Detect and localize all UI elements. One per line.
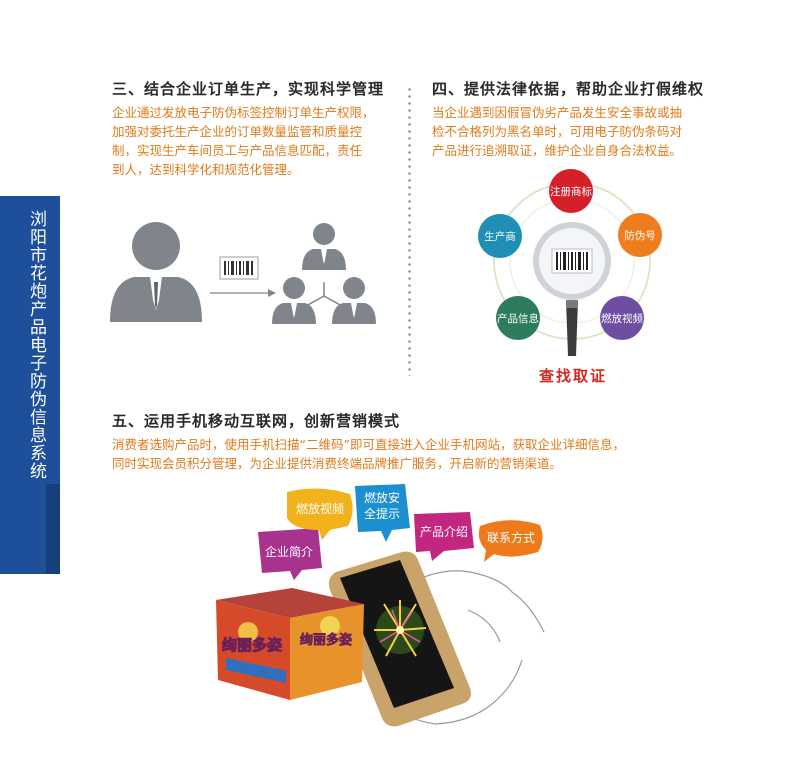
bubble-company-intro: 企业简介 <box>258 528 322 580</box>
section4-line: 产品进行追溯取证，维护企业自身合法权益。 <box>432 143 683 158</box>
smartphone-icon <box>328 551 471 727</box>
node-label: 注册商标 <box>550 185 592 198</box>
node-firing-video: 燃放视频 <box>600 296 644 340</box>
magnifier-icon <box>533 222 611 356</box>
node-label: 燃放视频 <box>601 312 643 325</box>
section4-line: 检不合格列为黑名单时，可用电子防伪条码对 <box>432 124 683 139</box>
section5-paragraph: 消费者选购产品时，使用手机扫描“二维码”即可直接进入企业手机网站，获取企业详细信… <box>112 435 732 473</box>
arrow-right-icon <box>210 289 276 297</box>
section3-line: 制，实现生产车间员工与产品信息匹配，责任 <box>112 143 363 158</box>
section3-heading: 三、结合企业订单生产，实现科学管理 <box>112 80 385 98</box>
worker-person-icon <box>302 223 346 270</box>
firework-screen-image <box>374 600 427 657</box>
worker-person-icon <box>272 277 316 324</box>
section4-line: 当企业遇到因假冒伪劣产品发生安全事故或抽 <box>432 105 683 120</box>
section3-line: 加强对委托生产企业的订单数量监管和质量控 <box>112 124 363 139</box>
bubble-safety-tips: 燃放安 全提示 <box>355 484 410 542</box>
bubble-label: 燃放视频 <box>296 501 344 516</box>
node-trademark: 注册商标 <box>549 169 593 213</box>
section5-heading: 五、运用手机移动互联网，创新营销模式 <box>112 412 401 430</box>
bubble-label: 产品介绍 <box>420 525 468 539</box>
bubble-product-intro: 产品介绍 <box>414 512 474 561</box>
firework-box-image: 绚丽多姿 绚丽多姿 <box>216 588 364 700</box>
bubble-label: 联系方式 <box>487 530 535 545</box>
section4-paragraph: 当企业遇到因假冒伪劣产品发生安全事故或抽 检不合格列为黑名单时，可用电子防伪条码… <box>432 103 732 160</box>
section4-heading: 四、提供法律依据，帮助企业打假维权 <box>432 80 705 98</box>
section5-line: 消费者选购产品时，使用手机扫描“二维码”即可直接进入企业手机网站，获取企业详细信… <box>112 437 625 452</box>
worker-person-icon <box>332 277 376 324</box>
bubble-label: 全提示 <box>364 506 400 521</box>
sidebar-tab-fold <box>46 484 60 574</box>
section3-paragraph: 企业通过发放电子防伪标签控制订单生产权限， 加强对委托生产企业的订单数量监管和质… <box>112 103 402 179</box>
node-label: 防伪号 <box>624 229 656 242</box>
manager-person-icon <box>110 222 202 322</box>
barcode-icon <box>219 256 259 280</box>
section3-line: 企业通过发放电子防伪标签控制订单生产权限， <box>112 105 375 120</box>
node-label: 生产商 <box>484 230 516 243</box>
connector-lines <box>305 282 343 307</box>
bubble-label: 燃放安 <box>364 490 400 505</box>
node-manufacturer: 生产商 <box>478 214 522 258</box>
box-brand-text: 绚丽多姿 <box>222 636 282 654</box>
bubble-label: 企业简介 <box>265 544 313 559</box>
node-antifake-number: 防伪号 <box>618 213 662 257</box>
box-brand-text: 绚丽多姿 <box>300 632 352 648</box>
sidebar-title: 浏阳市花炮产品电子防伪信息系统 <box>26 210 46 480</box>
section5-line: 同时实现会员积分管理，为企业提供消费终端品牌推广服务，开启新的营销渠道。 <box>112 456 563 471</box>
node-product-info: 产品信息 <box>496 296 540 340</box>
bubble-contact: 联系方式 <box>478 520 543 562</box>
dotted-divider <box>408 86 411 376</box>
section3-line: 到人，达到科学化和规范化管理。 <box>112 162 300 177</box>
bubble-firing-video: 燃放视频 <box>287 488 353 540</box>
node-label: 产品信息 <box>497 312 539 325</box>
find-evidence-caption: 查找取证 <box>538 367 607 385</box>
